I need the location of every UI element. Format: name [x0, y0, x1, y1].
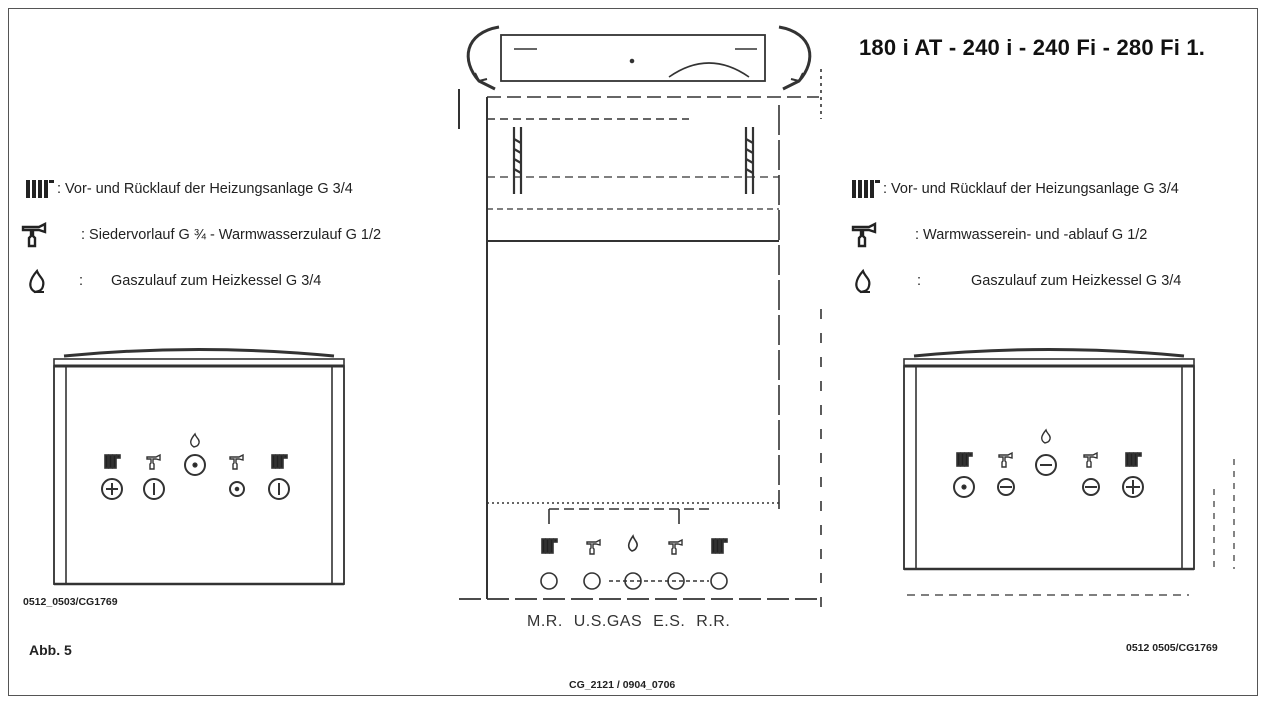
legend-colon: : — [917, 273, 922, 289]
gas-flame-icon — [29, 268, 45, 294]
technical-drawings — [53, 25, 1235, 609]
radiator-icon — [956, 452, 973, 467]
left-legend-water: : Siedervorlauf G ¾ - Warmwasserzulauf G… — [19, 221, 381, 249]
legend-text: : Warmwasserein- und -ablauf G 1/2 — [915, 227, 1148, 243]
legend-text: Gaszulauf zum Heizkessel G 3/4 — [971, 273, 1182, 289]
left-legend-heating: : Vor- und Rücklauf der Heizungsanlage G… — [23, 175, 353, 203]
label-rr: R.R. — [696, 613, 731, 630]
tap-icon — [21, 222, 47, 248]
center-mounting-template — [458, 25, 822, 609]
gas-flame-icon — [1041, 428, 1051, 444]
drawing-code-right: 0512 0505/CG1769 — [1126, 642, 1218, 654]
tap-icon — [229, 453, 244, 470]
right-legend-gas: : Gaszulauf zum Heizkessel G 3/4 — [849, 267, 1181, 295]
radiator-icon — [541, 538, 558, 554]
tap-icon — [851, 222, 877, 248]
figure-label: Abb. 5 — [29, 642, 72, 658]
label-es: E.S. — [653, 613, 686, 630]
gas-flame-icon — [627, 534, 638, 552]
gas-flame-icon — [190, 432, 200, 448]
page-title: 180 i AT - 240 i - 240 Fi - 280 Fi 1. — [859, 35, 1206, 60]
tap-icon — [586, 538, 601, 555]
radiator-icon — [104, 454, 121, 469]
legend-text: : Siedervorlauf G ¾ - Warmwasserzulauf G… — [81, 227, 382, 243]
legend-text: Gaszulauf zum Heizkessel G 3/4 — [111, 273, 322, 289]
tap-icon — [1083, 451, 1098, 468]
legend-text: : Vor- und Rücklauf der Heizungsanlage G… — [883, 181, 1179, 197]
radiator-icon — [852, 180, 880, 198]
right-legend-water: : Warmwasserein- und -ablauf G 1/2 — [849, 221, 1147, 249]
tap-icon — [146, 453, 161, 470]
tap-icon — [668, 538, 683, 555]
drawing-code-center: CG_2121 / 0904_0706 — [569, 679, 676, 691]
radiator-icon — [1125, 452, 1142, 467]
left-boiler-front-view — [53, 348, 345, 586]
right-legend-heating: : Vor- und Rücklauf der Heizungsanlage G… — [849, 175, 1179, 203]
figure-frame: 180 i AT - 240 i - 240 Fi - 280 Fi 1. : … — [8, 8, 1258, 696]
connection-labels: M.R. U.S.GAS E.S. R.R. — [527, 613, 736, 631]
left-legend-gas: : Gaszulauf zum Heizkessel G 3/4 — [23, 267, 321, 295]
drawing-code-left: 0512_0503/CG1769 — [23, 596, 118, 608]
radiator-icon — [711, 538, 728, 554]
tap-icon — [998, 451, 1013, 468]
gas-flame-icon — [855, 268, 871, 294]
radiator-icon — [26, 180, 54, 198]
legend-colon: : — [79, 273, 84, 289]
label-gas: GAS — [606, 613, 643, 630]
legend-text: : Vor- und Rücklauf der Heizungsanlage G… — [57, 181, 353, 197]
right-boiler-front-view — [903, 348, 1235, 596]
label-us: U.S. — [573, 613, 607, 630]
label-mr: M.R. — [527, 613, 563, 630]
radiator-icon — [271, 454, 288, 469]
